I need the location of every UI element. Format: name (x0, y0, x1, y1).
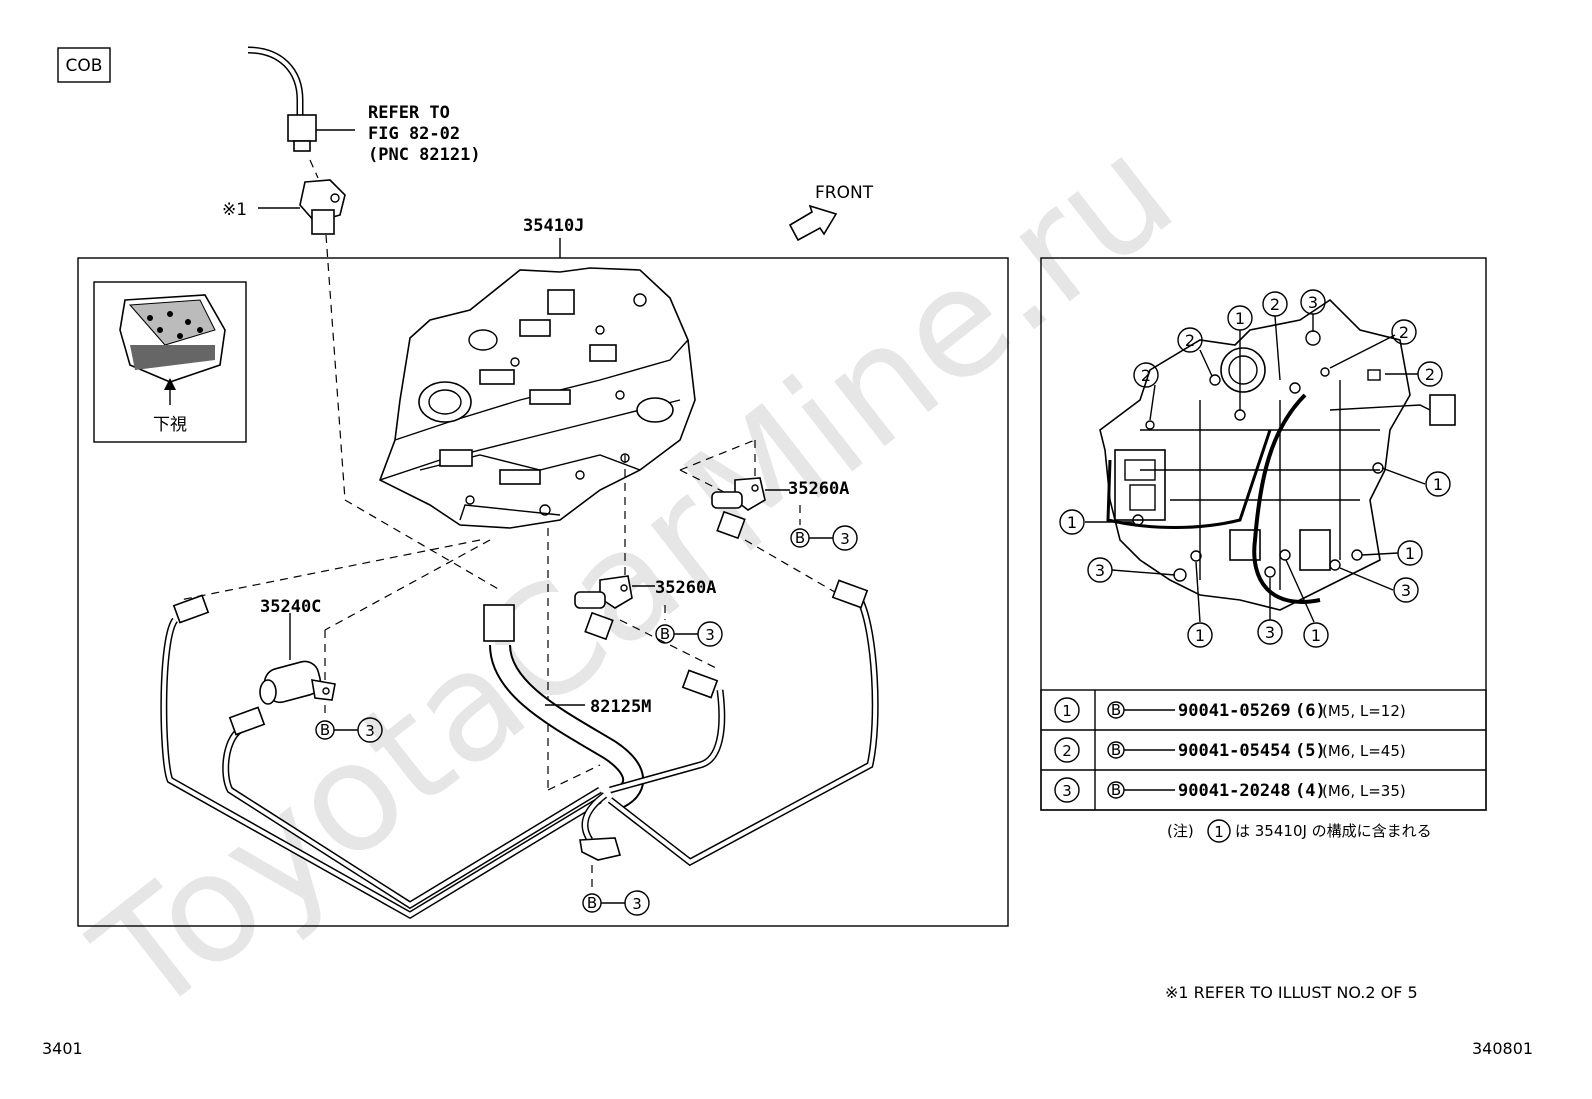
svg-text:B: B (1111, 741, 1121, 759)
svg-text:1: 1 (1311, 626, 1321, 645)
svg-text:3: 3 (1401, 581, 1411, 600)
svg-text:3: 3 (632, 895, 642, 913)
detail-marker: 1 (1227, 305, 1253, 331)
page-code-left: 3401 (42, 1039, 83, 1058)
table-row: 3 B 90041-20248 (4) (M6, L=35) (1054, 777, 1406, 803)
svg-text:90041-05454: 90041-05454 (1178, 741, 1291, 761)
svg-text:(M6, L=45): (M6, L=45) (1322, 742, 1406, 760)
svg-text:2: 2 (1425, 365, 1435, 384)
detail-marker: 2 (1133, 362, 1159, 388)
svg-text:2: 2 (1399, 323, 1409, 342)
ref-mark: ※1 (222, 200, 247, 220)
detail-marker: 1 (1187, 622, 1213, 648)
svg-text:(PNC 82121): (PNC 82121) (368, 145, 481, 165)
front-arrow-icon: FRONT (788, 183, 874, 242)
svg-text:(6): (6) (1295, 701, 1326, 721)
part-label-p4: 82125M (590, 697, 651, 717)
svg-text:3: 3 (1265, 623, 1275, 642)
svg-text:2: 2 (1062, 742, 1072, 760)
svg-text:B: B (1111, 781, 1121, 799)
detail-marker: 1 (1425, 471, 1451, 497)
top-harness-icon (247, 46, 355, 152)
svg-text:(M5, L=12): (M5, L=12) (1322, 702, 1406, 720)
svg-text:(4): (4) (1295, 781, 1326, 801)
svg-text:3: 3 (365, 722, 375, 740)
main-part-number: 35410J (523, 216, 584, 236)
speed-sensor-icon: ※1 (222, 159, 346, 235)
main-frame (77, 257, 1009, 927)
svg-text:1: 1 (1195, 626, 1205, 645)
svg-text:REFER TO: REFER TO (368, 103, 450, 123)
svg-text:1: 1 (1214, 823, 1224, 841)
bolt-callout-1: B 3 (790, 525, 858, 551)
detail-leaders (1085, 314, 1426, 623)
refer-note: REFER TO FIG 82-02 (PNC 82121) (368, 103, 481, 165)
detail-marker: 3 (1087, 557, 1113, 583)
svg-text:1: 1 (1062, 702, 1072, 720)
svg-text:B: B (795, 529, 805, 547)
bolt-callout-3: B 3 (315, 717, 383, 743)
svg-text:3: 3 (1095, 561, 1105, 580)
svg-text:3: 3 (1308, 293, 1318, 312)
wire-harness-icon (160, 579, 879, 920)
svg-text:B: B (587, 894, 597, 912)
detail-marker: 3 (1393, 577, 1419, 603)
svg-text:90041-05269: 90041-05269 (1178, 701, 1291, 721)
inset-view: 下視 (93, 281, 247, 443)
detail-marker: 2 (1391, 319, 1417, 345)
svg-text:B: B (1111, 701, 1121, 719)
svg-text:3: 3 (1062, 782, 1072, 800)
svg-text:1: 1 (1433, 475, 1443, 494)
part-label-p2: 35260A (655, 578, 716, 598)
detail-valve-body-icon (1099, 298, 1456, 611)
svg-text:3: 3 (705, 626, 715, 644)
part-label-p3: 35240C (260, 597, 321, 617)
svg-text:1: 1 (1067, 513, 1077, 532)
dashed-leaders (179, 234, 841, 890)
part-label-p1: 35260A (788, 479, 849, 499)
bolt-callout-2: B 3 (655, 621, 723, 647)
box-code: COB (57, 47, 111, 83)
valve-body-icon (378, 267, 696, 529)
svg-text:FRONT: FRONT (815, 183, 874, 203)
svg-text:(注): (注) (1167, 822, 1194, 840)
svg-text:2: 2 (1141, 366, 1151, 385)
table-note: (注) 1 は 35410J の構成に含まれる (1167, 819, 1432, 843)
svg-text:1: 1 (1405, 544, 1415, 563)
solenoid-upper-icon (711, 477, 790, 540)
detail-marker: 1 (1303, 622, 1329, 648)
detail-markers: 1 2 3 2 2 2 2 1 1 1 3 3 1 3 1 (1059, 289, 1451, 648)
svg-text:(M6, L=35): (M6, L=35) (1322, 782, 1406, 800)
svg-text:1: 1 (1235, 309, 1245, 328)
table-row: 1 B 90041-05269 (6) (M5, L=12) (1054, 697, 1406, 723)
svg-text:2: 2 (1270, 295, 1280, 314)
svg-text:90041-20248: 90041-20248 (1178, 781, 1291, 801)
svg-text:B: B (320, 721, 330, 739)
detail-marker: 3 (1300, 289, 1326, 315)
solenoid-middle-icon (574, 575, 655, 641)
svg-text:は 35410J の構成に含まれる: は 35410J の構成に含まれる (1235, 822, 1432, 840)
inset-caption: 下視 (153, 415, 187, 435)
svg-text:3: 3 (840, 530, 850, 548)
solenoid-left-icon (259, 613, 336, 705)
detail-marker: 1 (1397, 540, 1423, 566)
detail-marker: 2 (1177, 327, 1203, 353)
detail-marker: 2 (1417, 361, 1443, 387)
svg-text:(5): (5) (1295, 741, 1326, 761)
svg-text:FIG 82-02: FIG 82-02 (368, 124, 460, 144)
page-code-right: 340801 (1472, 1039, 1533, 1058)
bolt-callout-4: B 3 (582, 890, 650, 916)
detail-marker: 1 (1059, 509, 1085, 535)
bolt-table: 1 B 90041-05269 (6) (M5, L=12) 2 B 90041… (1040, 689, 1487, 811)
detail-marker: 2 (1262, 291, 1288, 317)
detail-marker: 3 (1257, 619, 1283, 645)
table-row: 2 B 90041-05454 (5) (M6, L=45) (1054, 737, 1406, 763)
svg-text:B: B (660, 625, 670, 643)
svg-text:COB: COB (66, 56, 103, 76)
refer-illust-note: ※1 REFER TO ILLUST NO.2 OF 5 (1165, 983, 1418, 1002)
svg-text:2: 2 (1185, 331, 1195, 350)
